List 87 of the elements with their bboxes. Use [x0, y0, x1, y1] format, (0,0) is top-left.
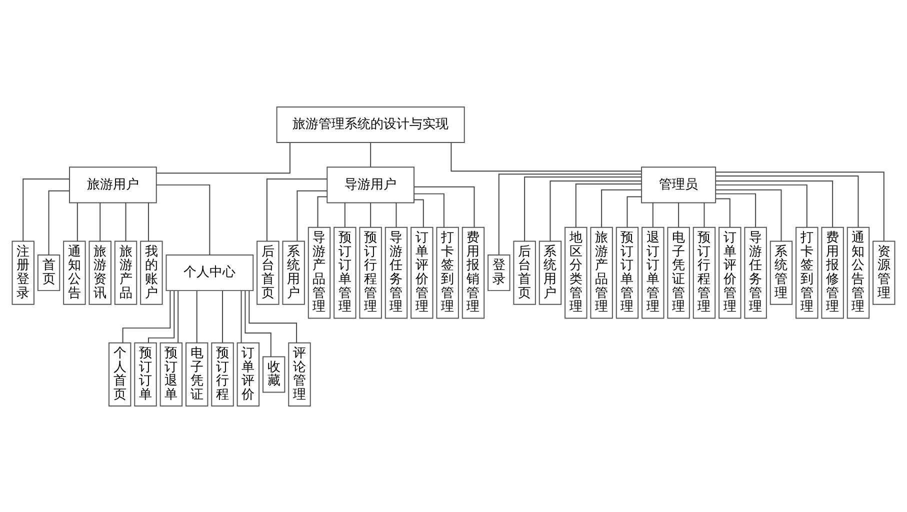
connector — [100, 202, 101, 242]
connector — [156, 142, 290, 174]
node-box: 我的账户 — [140, 240, 163, 304]
connector — [450, 142, 642, 172]
connector — [76, 202, 78, 242]
node-box: 预订订单管理 — [334, 226, 356, 318]
node-box: 旅游资讯 — [88, 240, 112, 304]
node-box: 预订订单 — [134, 342, 157, 406]
node-box: 预订订单管理 — [616, 226, 639, 318]
connector — [244, 290, 272, 357]
node-box: 系统用户 — [282, 240, 305, 304]
connector — [266, 178, 328, 242]
node-box: 通知公告 — [63, 240, 86, 304]
connector — [715, 188, 782, 241]
node-box: 电子凭证管理 — [667, 226, 690, 318]
node-box: 个人首页 — [108, 342, 132, 406]
node-box: 导游产品管理 — [308, 226, 331, 318]
node-box: 打卡签到管理 — [796, 226, 818, 318]
node-box: 系统用户 — [538, 240, 562, 304]
connector — [715, 171, 884, 241]
node-box: 预订退单 — [160, 342, 183, 406]
node-box: 电子凭证 — [186, 342, 208, 406]
connector — [601, 188, 642, 227]
connector — [125, 202, 126, 242]
connector — [550, 180, 642, 242]
connector — [704, 202, 705, 228]
node-box: 预订行程管理 — [692, 226, 716, 318]
node-box: 收藏 — [262, 356, 286, 392]
node-box: 地区分类管理 — [564, 226, 588, 318]
node-box: 预订行程 — [211, 342, 234, 406]
node-box: 导游任务管理 — [384, 226, 408, 318]
node-box: 首页 — [37, 254, 60, 291]
connector — [296, 190, 328, 241]
connector — [715, 184, 808, 228]
connector — [344, 202, 346, 228]
connector — [626, 196, 642, 228]
node-box: 订单评价管理 — [718, 226, 742, 318]
node-box: 预订行程管理 — [359, 226, 382, 318]
connector — [196, 290, 198, 343]
connector — [715, 175, 859, 228]
node-box: 导游用户 — [326, 166, 414, 203]
connector — [370, 202, 372, 228]
node-box: 评论管理 — [288, 342, 311, 406]
node-box: 登录 — [488, 254, 510, 291]
connector — [222, 290, 223, 343]
node-box: 后台首页 — [513, 240, 536, 304]
node-box: 退订订单管理 — [642, 226, 664, 318]
connector — [498, 173, 642, 255]
connector — [122, 290, 171, 343]
node-box: 订单评价 — [236, 342, 260, 406]
node-box: 系统管理 — [770, 240, 793, 304]
node-box: 旅游产品管理 — [590, 226, 613, 318]
connector — [317, 196, 328, 228]
connector — [156, 184, 210, 255]
node-box: 旅游用户 — [69, 166, 157, 203]
node-box: 打卡签到管理 — [436, 226, 459, 318]
connector — [414, 192, 444, 228]
connector — [22, 178, 70, 242]
node-box: 导游任务管理 — [744, 226, 767, 318]
connector — [148, 290, 175, 343]
node-box: 管理员 — [641, 166, 716, 203]
node-box: 旅游产品 — [114, 240, 138, 304]
connector — [248, 290, 298, 343]
connector — [652, 202, 654, 228]
connector — [370, 142, 372, 167]
connector — [414, 186, 475, 228]
node-box: 费用报销管理 — [462, 226, 485, 318]
connector — [524, 176, 642, 242]
node-box: 通知公告管理 — [846, 226, 870, 318]
node-box: 订单评价管理 — [410, 226, 434, 318]
node-box: 注册登录 — [12, 240, 34, 304]
node-box: 费用报修管理 — [821, 226, 844, 318]
connector — [575, 182, 642, 228]
connector — [240, 290, 242, 343]
connector — [48, 190, 70, 255]
node-box: 旅游管理系统的设计与实现 — [276, 106, 465, 142]
node-box: 后台首页 — [256, 240, 280, 304]
connector — [178, 290, 179, 343]
connector — [148, 202, 149, 242]
connector — [678, 202, 680, 228]
connector — [414, 198, 424, 228]
node-box: 资源管理 — [872, 240, 896, 304]
connector — [715, 180, 834, 228]
connector — [715, 192, 756, 228]
connector — [396, 202, 397, 228]
node-box: 个人中心 — [166, 254, 254, 291]
connector — [715, 198, 730, 228]
